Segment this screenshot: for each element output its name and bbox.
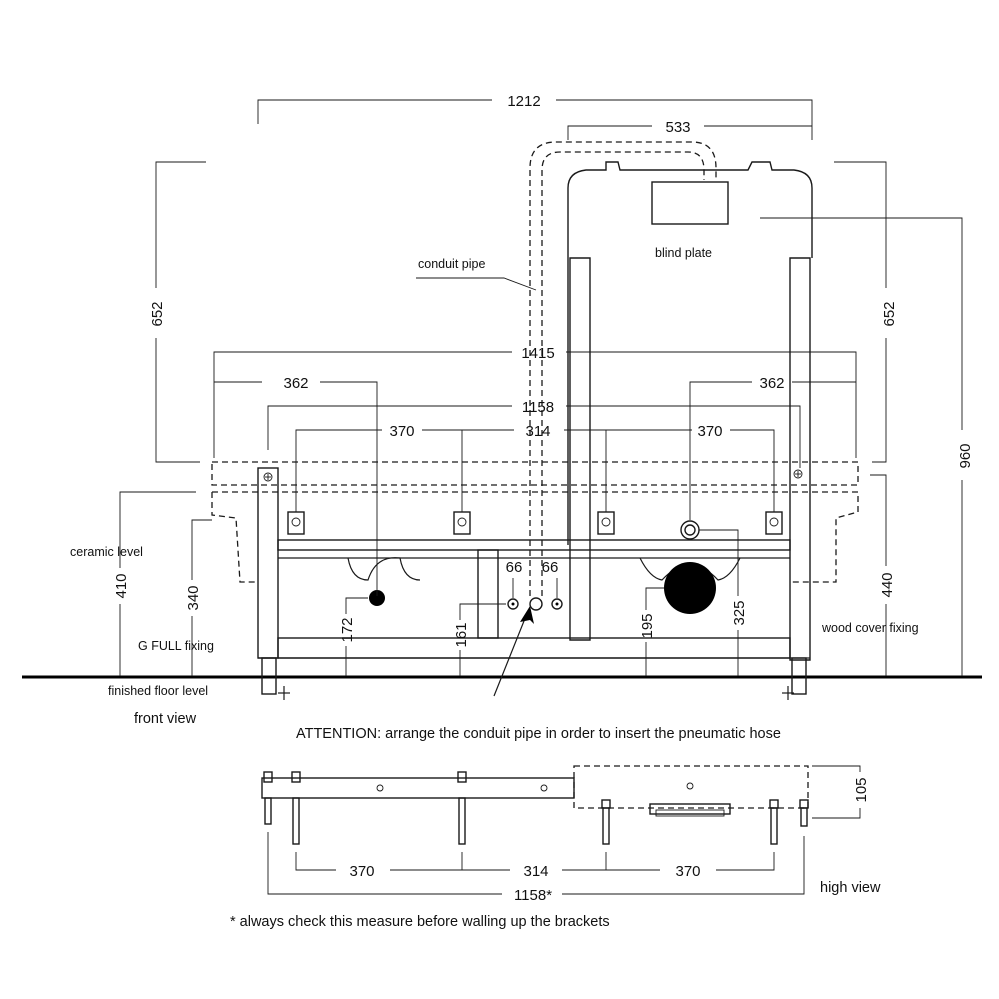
label-high-view: high view xyxy=(820,880,881,896)
left-post xyxy=(257,467,279,659)
dim-652-left: 652 xyxy=(149,301,166,326)
bracket-3 xyxy=(597,511,615,535)
high-view-cistern xyxy=(573,765,809,809)
right-foot xyxy=(791,657,807,695)
dim-362-left: 362 xyxy=(283,375,308,392)
dim-340: 340 xyxy=(185,585,202,610)
pneumatic-hole-center xyxy=(529,597,543,611)
attention-note: ATTENTION: arrange the conduit pipe in o… xyxy=(296,726,781,742)
label-finished-floor-level: finished floor level xyxy=(108,684,208,698)
middle-post xyxy=(477,549,499,639)
dim-105: 105 xyxy=(853,777,870,802)
label-g-full-fixing: G FULL fixing xyxy=(138,639,214,653)
dim-1158: 1158 xyxy=(522,399,554,416)
high-view-plate xyxy=(649,803,731,815)
label-ceramic-level: ceramic level xyxy=(70,545,143,559)
right-screw xyxy=(793,469,803,479)
attention-arrow-line xyxy=(493,615,527,697)
label-conduit-pipe: conduit pipe xyxy=(418,257,485,271)
dim-1212: 1212 xyxy=(507,93,540,110)
high-dim-370-left: 370 xyxy=(349,863,374,880)
label-blind-plate: blind plate xyxy=(655,246,712,260)
ceramic-band-left xyxy=(211,492,258,583)
attention-arrow-head xyxy=(520,606,534,624)
dim-314: 314 xyxy=(525,423,550,440)
right-upright xyxy=(789,257,811,661)
label-wood-cover-fixing: wood cover fixing xyxy=(821,621,919,635)
label-front-view: front view xyxy=(134,711,197,727)
dim-161: 161 xyxy=(453,622,470,647)
top-rail xyxy=(277,539,791,551)
dim-440: 440 xyxy=(879,572,896,597)
bracket-1 xyxy=(287,511,305,535)
dim-66-left: 66 xyxy=(506,559,523,576)
dim-533: 533 xyxy=(665,119,690,136)
high-dim-370-right: 370 xyxy=(675,863,700,880)
pneumatic-hole-right xyxy=(551,598,563,610)
bracket-4 xyxy=(765,511,783,535)
conduit-pipe-inner xyxy=(541,151,705,596)
left-waste-cutout xyxy=(347,557,421,581)
conduit-pipe-outer xyxy=(529,141,717,596)
wood-cover-band xyxy=(211,461,859,486)
dimension-lines xyxy=(119,99,963,676)
left-post-screw xyxy=(263,472,273,482)
dim-652-right: 652 xyxy=(881,301,898,326)
high-dim-314: 314 xyxy=(523,863,548,880)
blind-plate-opening xyxy=(651,181,729,225)
left-upright xyxy=(569,257,591,641)
front-view-drawing xyxy=(22,141,982,700)
high-view-rail xyxy=(261,777,575,799)
dim-195: 195 xyxy=(639,613,656,638)
dim-410: 410 xyxy=(113,573,130,598)
dim-325: 325 xyxy=(731,600,748,625)
dim-960: 960 xyxy=(957,443,974,468)
water-supply-pipe xyxy=(680,520,700,540)
dim-1415: 1415 xyxy=(521,345,554,362)
left-foot xyxy=(261,657,277,695)
dim-370-right: 370 xyxy=(697,423,722,440)
cistern-outline xyxy=(567,161,813,545)
dim-362-right: 362 xyxy=(759,375,784,392)
footnote: * always check this measure before walli… xyxy=(230,914,610,930)
high-view-drawing xyxy=(261,765,861,895)
dim-172: 172 xyxy=(339,617,356,642)
pneumatic-hole-left xyxy=(507,598,519,610)
dim-66-right: 66 xyxy=(542,559,559,576)
right-waste-outlet xyxy=(664,562,716,614)
left-waste-hole xyxy=(369,590,385,606)
bracket-2 xyxy=(453,511,471,535)
dim-370-left: 370 xyxy=(389,423,414,440)
high-dim-1158: 1158* xyxy=(514,887,552,904)
ceramic-band-right xyxy=(212,491,859,583)
